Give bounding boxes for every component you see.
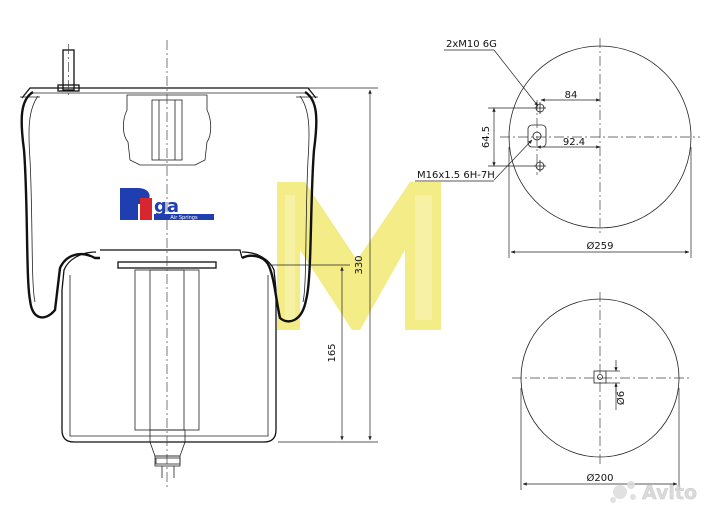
dim-height-label: 330 bbox=[354, 255, 365, 274]
dim-offset-label: 92.4 bbox=[563, 137, 585, 148]
center-thread-label: M16x1.5 6H-7H bbox=[417, 170, 495, 181]
pin-diameter-label: Ø6 bbox=[615, 391, 627, 405]
bottom-view: Ø6 Ø200 bbox=[512, 292, 690, 490]
bottom-diameter-label: Ø200 bbox=[587, 472, 614, 484]
dim-vertical-label: 64.5 bbox=[481, 126, 492, 148]
pega-logo: ga Air Springs bbox=[120, 188, 214, 221]
watermark-m bbox=[277, 182, 441, 330]
avito-brand: Avito bbox=[642, 482, 697, 504]
top-diameter-label: Ø259 bbox=[587, 240, 614, 252]
avito-watermark: Avito bbox=[610, 481, 697, 504]
mount-bolts-label: 2xM10 6G bbox=[446, 39, 497, 50]
logo-letters: ga bbox=[154, 196, 179, 217]
logo-tagline: Air Springs bbox=[170, 215, 198, 221]
top-view: 84 92.4 64.5 2xM10 6G M16x1.5 6H-7H Ø259 bbox=[415, 38, 700, 258]
dim-lower-label: 165 bbox=[327, 343, 338, 362]
side-view: 330 165 bbox=[20, 40, 378, 490]
dim-horizontal-label: 84 bbox=[565, 90, 578, 101]
